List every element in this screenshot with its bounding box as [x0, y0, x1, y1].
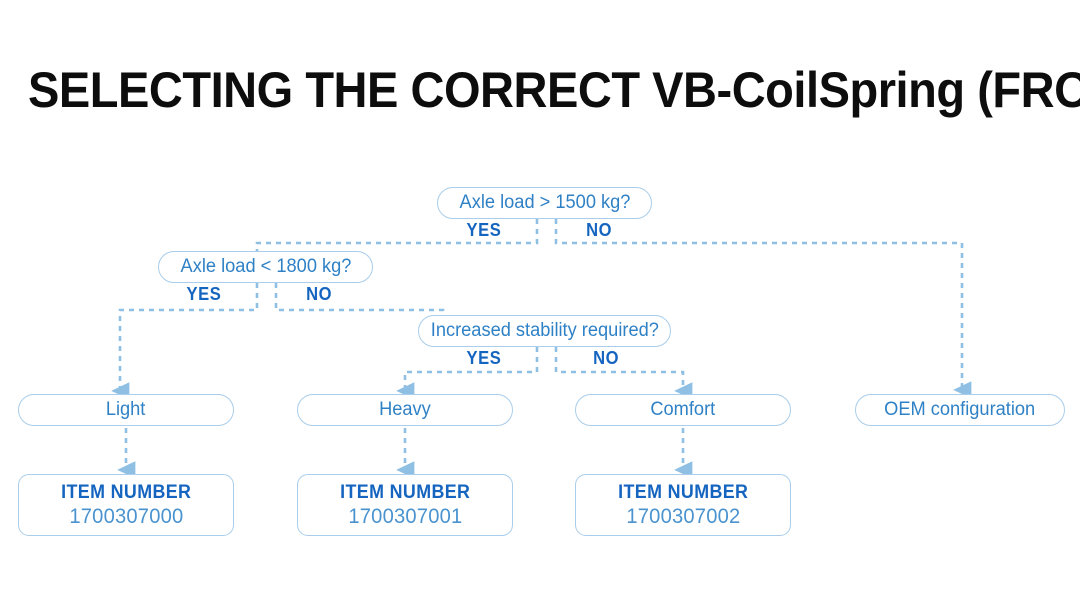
decision-label: Axle load < 1800 kg? [180, 256, 351, 277]
page-title: SELECTING THE CORRECT VB-CoilSpring (FRO… [28, 62, 1080, 118]
item-card-comfort[interactable]: ITEM NUMBER 1700307002 [575, 474, 791, 536]
edge-d2-no [274, 283, 445, 316]
item-heading: ITEM NUMBER [339, 481, 471, 503]
outcome-light[interactable]: Light [18, 394, 234, 426]
outcome-label: Light [106, 399, 146, 420]
item-number: 1700307002 [625, 504, 741, 528]
outcome-heavy[interactable]: Heavy [297, 394, 513, 426]
outcome-label: Comfort [650, 399, 716, 420]
item-number: 1700307001 [347, 504, 463, 528]
item-number: 1700307000 [68, 504, 184, 528]
branch-label-d2-yes: YES [186, 284, 222, 304]
outcome-comfort[interactable]: Comfort [575, 394, 791, 426]
branch-label-d3-no: NO [593, 348, 620, 368]
decision-label: Axle load > 1500 kg? [459, 192, 630, 213]
item-card-heavy[interactable]: ITEM NUMBER 1700307001 [297, 474, 513, 536]
item-heading: ITEM NUMBER [617, 481, 749, 503]
branch-label-d1-no: NO [586, 220, 613, 240]
decision-axle-load-1800[interactable]: Axle load < 1800 kg? [158, 251, 373, 283]
outcome-label: Heavy [379, 399, 431, 420]
branch-label-d1-yes: YES [466, 220, 502, 240]
outcome-label: OEM configuration [884, 399, 1036, 420]
item-card-light[interactable]: ITEM NUMBER 1700307000 [18, 474, 234, 536]
decision-increased-stability[interactable]: Increased stability required? [418, 315, 671, 347]
decision-label: Increased stability required? [430, 320, 659, 341]
outcome-oem-configuration[interactable]: OEM configuration [855, 394, 1065, 426]
branch-label-d3-yes: YES [466, 348, 502, 368]
edge-d3-no [554, 347, 693, 400]
branch-label-d2-no: NO [306, 284, 333, 304]
decision-axle-load-1500[interactable]: Axle load > 1500 kg? [437, 187, 652, 219]
item-heading: ITEM NUMBER [60, 481, 192, 503]
